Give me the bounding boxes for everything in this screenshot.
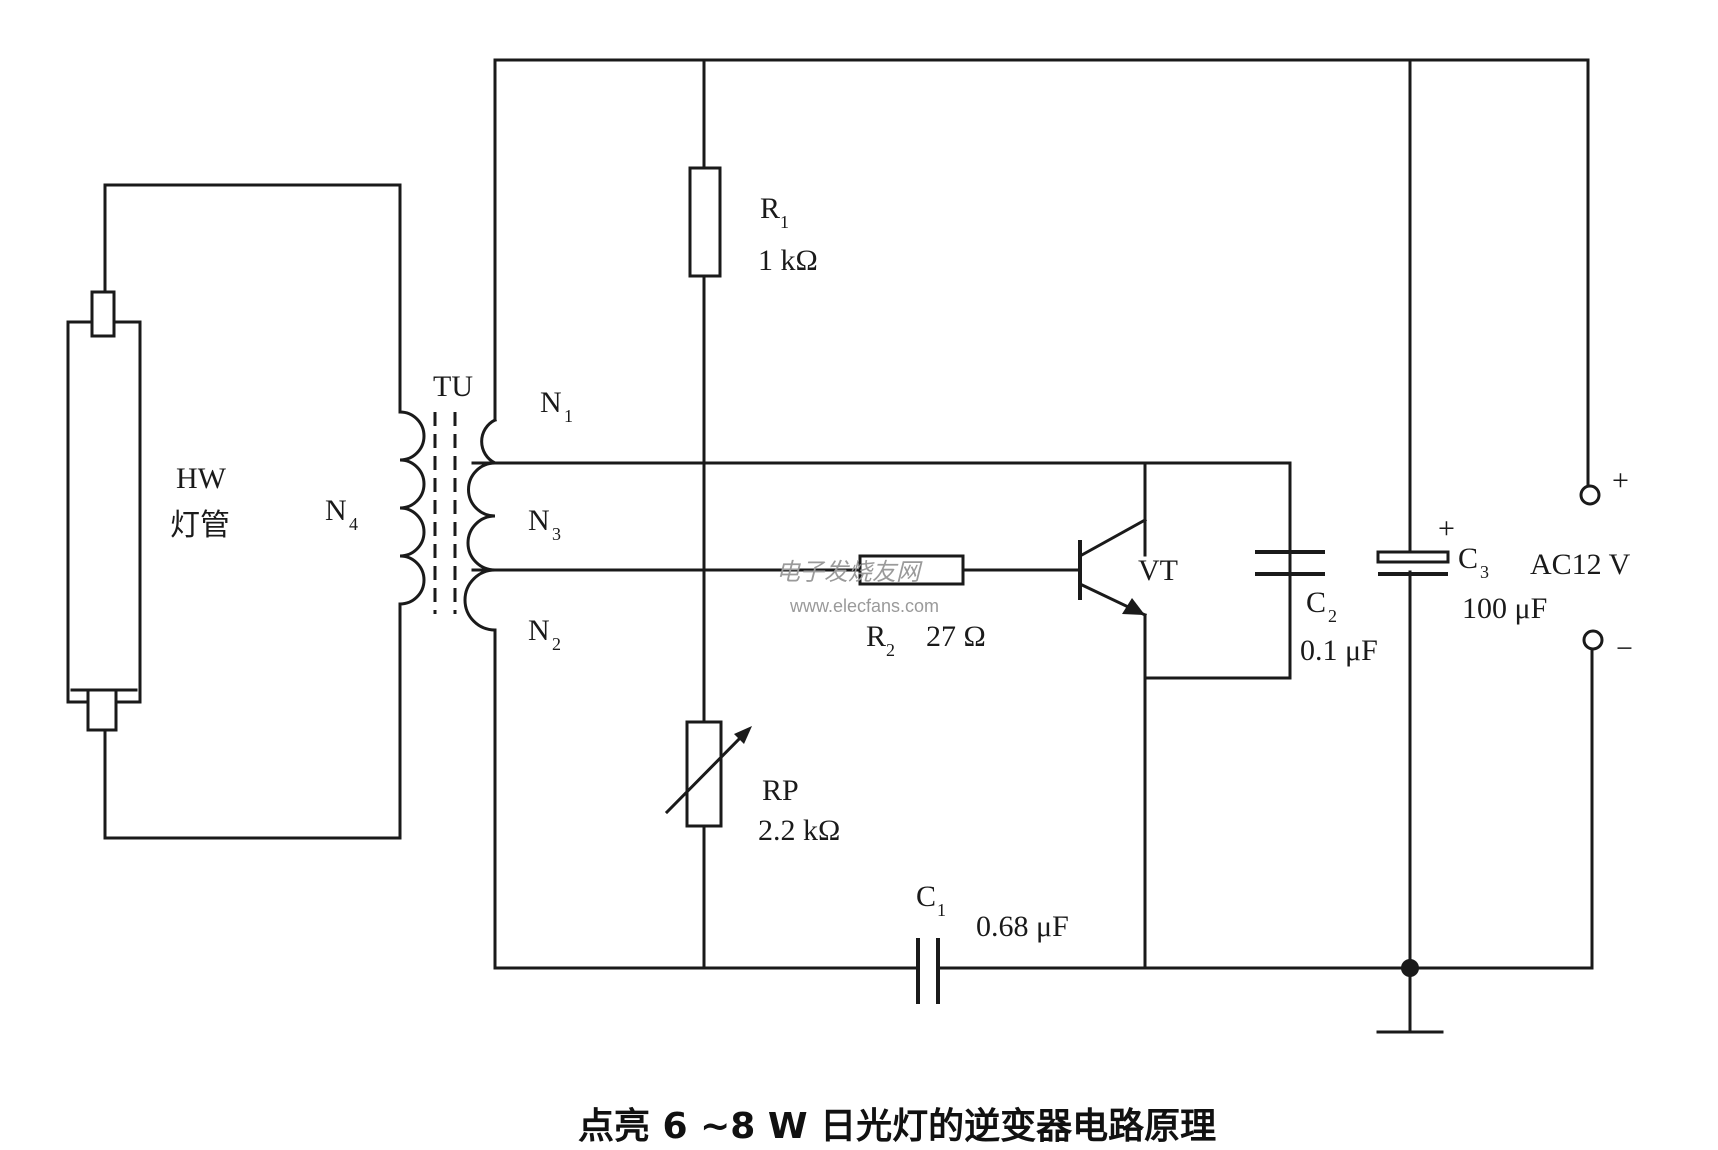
c2-name: C — [1306, 586, 1326, 619]
terminal-plus — [1579, 484, 1601, 506]
winding-n2-label: N — [528, 614, 550, 647]
c2-value: 0.1 μF — [1300, 634, 1378, 667]
c3-name: C — [1458, 542, 1478, 575]
junction-dot — [1401, 959, 1419, 977]
c1-value: 0.68 μF — [976, 910, 1069, 943]
winding-n4-label: N — [325, 494, 347, 527]
r1-name: R — [760, 192, 780, 225]
resistor-r2 — [858, 554, 965, 586]
capacitor-c1 — [916, 938, 940, 1004]
supply-label: AC12 V — [1530, 548, 1631, 581]
c3-plus: + — [1438, 512, 1455, 545]
watermark-title: 电子发烧友网 — [776, 558, 923, 586]
c3-value: 100 μF — [1462, 592, 1547, 625]
rp-value: 2.2 kΩ — [758, 814, 840, 847]
winding-n1-label: N — [540, 386, 562, 419]
vt-label: VT — [1138, 554, 1178, 587]
r2-sub: 2 — [886, 640, 895, 660]
lamp-hw-label: HW — [176, 462, 227, 495]
c3-sub: 3 — [1480, 562, 1489, 582]
fluorescent-lamp — [66, 290, 142, 732]
terminal-minus — [1582, 629, 1604, 651]
rp-name: RP — [762, 774, 799, 807]
resistor-r1 — [688, 166, 722, 278]
winding-n2-sub: 2 — [552, 634, 561, 654]
diagram-caption: 点亮 6 ~8 W 日光灯的逆变器电路原理 — [578, 1105, 1216, 1147]
r2-value: 27 Ω — [926, 620, 986, 653]
transformer-tu — [398, 398, 498, 632]
r1-value: 1 kΩ — [758, 244, 818, 277]
c2-sub: 2 — [1328, 606, 1337, 626]
winding-n4-sub: 4 — [349, 514, 358, 534]
transformer-label: TU — [433, 370, 473, 403]
lamp-tube-label: 灯管 — [170, 508, 230, 543]
plus-sign: + — [1612, 464, 1629, 497]
minus-sign: − — [1616, 632, 1633, 665]
variable-resistor-rp — [664, 720, 752, 828]
winding-n3-sub: 3 — [552, 524, 561, 544]
capacitor-c3 — [1376, 550, 1450, 576]
transistor-vt — [1077, 461, 1148, 617]
r1-sub: 1 — [780, 212, 789, 232]
watermark-url: www.elecfans.com — [789, 596, 939, 616]
r2-name: R — [866, 620, 886, 653]
wires — [103, 58, 1594, 1034]
c1-name: C — [916, 880, 936, 913]
winding-n1-sub: 1 — [564, 406, 573, 426]
c1-sub: 1 — [937, 900, 946, 920]
winding-n3-label: N — [528, 504, 550, 537]
capacitor-c2 — [1255, 550, 1325, 576]
